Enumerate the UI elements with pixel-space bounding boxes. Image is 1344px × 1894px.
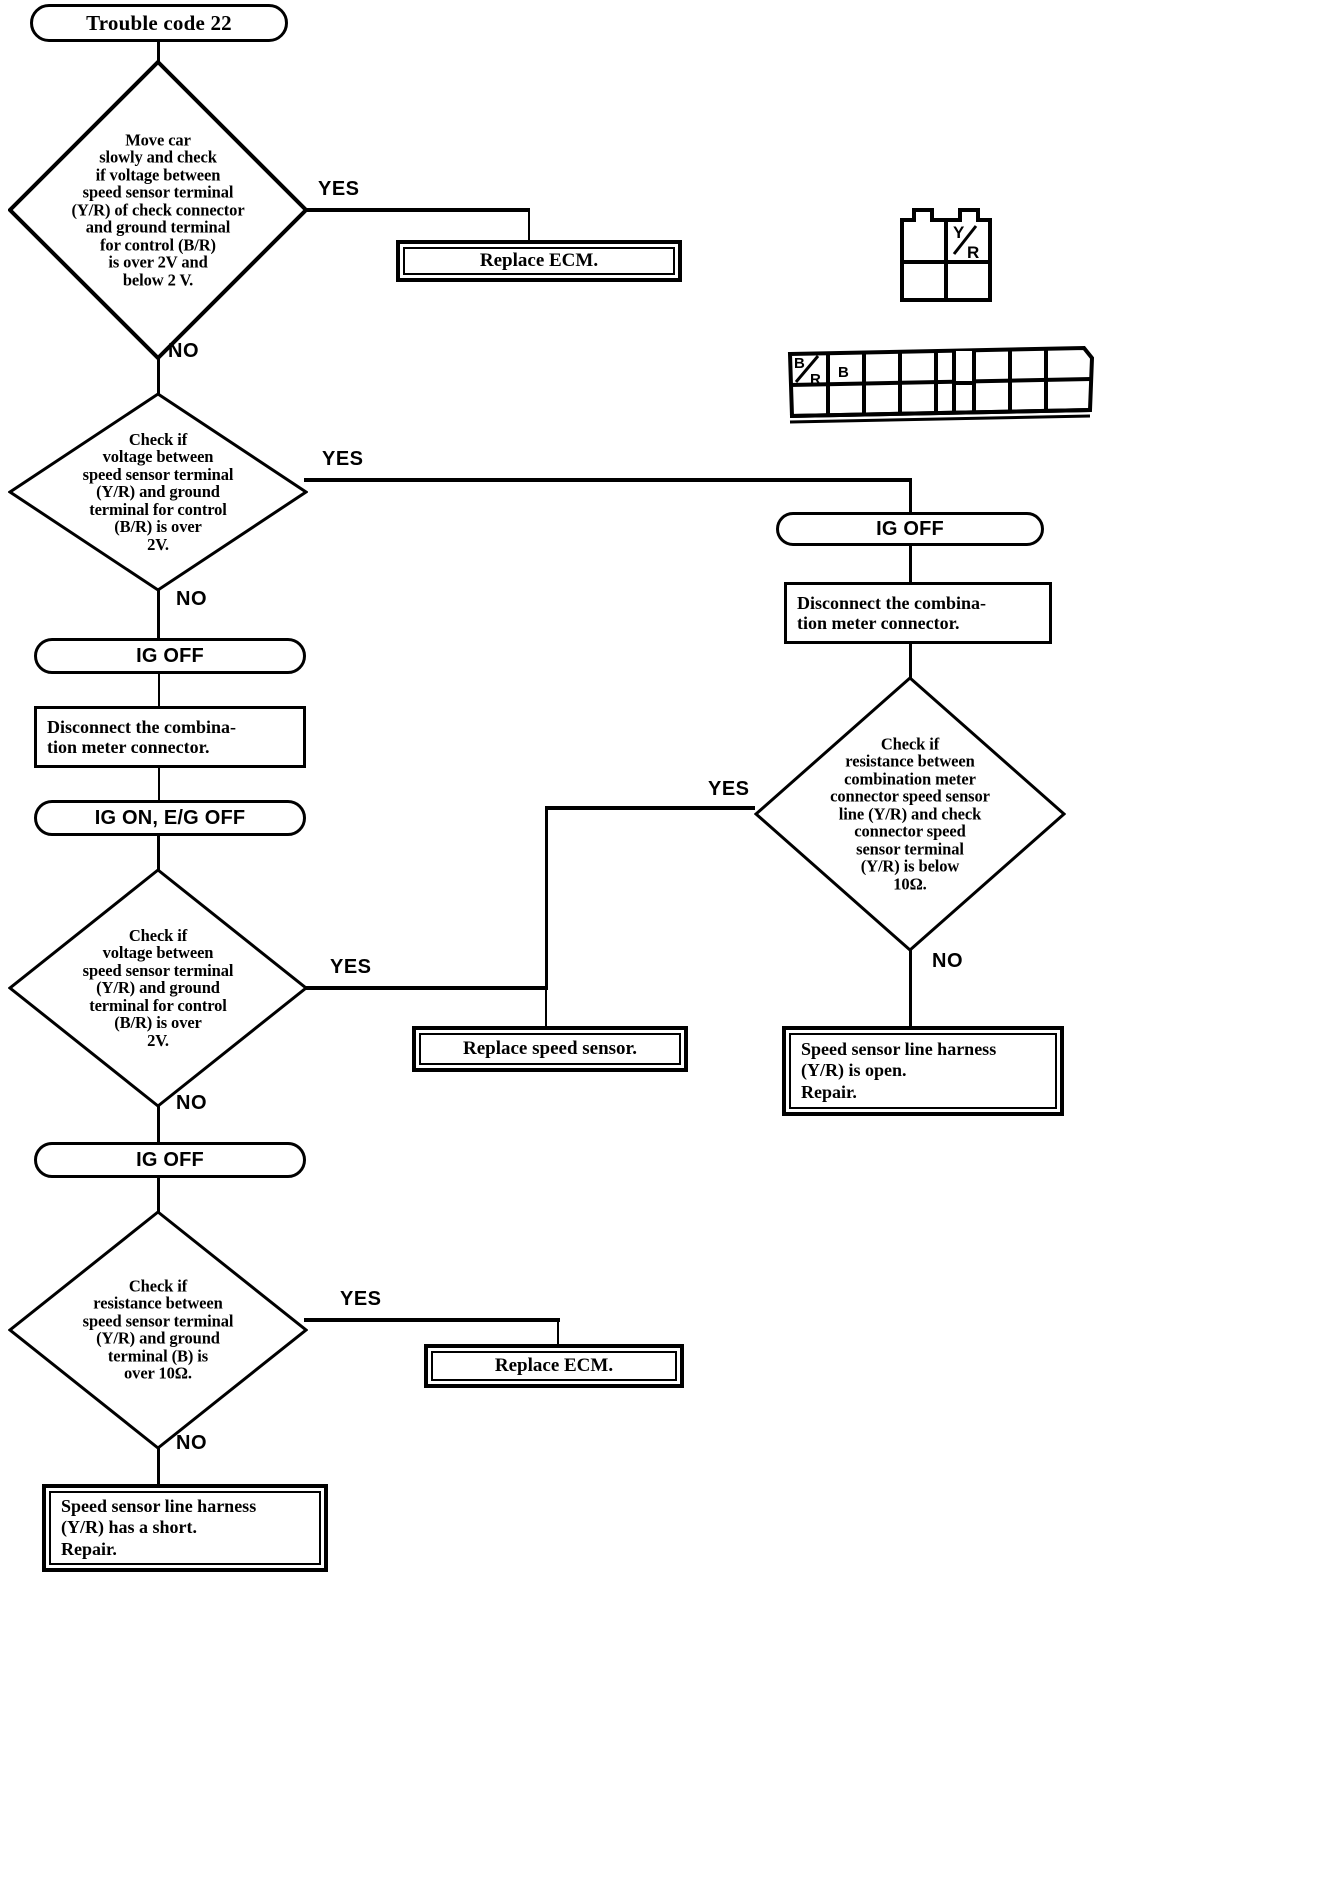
edge-d4-yes-v [557,1318,559,1346]
node-ig-off-left-1[interactable]: IG OFF [34,638,306,674]
node-ig-off-left-2[interactable]: IG OFF [34,1142,306,1178]
edge-igon-to-d3 [157,836,160,872]
node-disconnect-right-text: Disconnect the combina- tion meter conne… [797,592,986,633]
node-decision-2-text: Check if voltage between speed sensor te… [82,429,234,554]
node-decision-1-text: Move car slowly and check if voltage bet… [71,130,245,290]
node-ig-off-right-label: IG OFF [876,517,944,540]
branch-label-d3-yes: YES [330,956,372,978]
node-replace-ecm-2-label: Replace ECM. [494,1355,614,1377]
node-disconnect-left[interactable]: Disconnect the combina- tion meter conne… [34,706,306,768]
edge-igoff2-to-d4 [157,1178,160,1214]
node-start-label: Trouble code 22 [86,10,232,35]
branch-label-d2-yes: YES [322,448,364,470]
edge-start-to-d1 [157,42,160,62]
edge-d3-no [157,1104,160,1142]
edge-d2-yes-v [909,478,912,512]
edge-d3-yes-v [545,806,548,988]
edge-d5-no [909,948,912,1026]
node-decision-3-text: Check if voltage between speed sensor te… [82,925,234,1050]
node-decision-5[interactable]: Check if resistance between combination … [754,676,1066,952]
edge-disconnect-to-igon [158,768,160,800]
branch-label-d1-yes: YES [318,178,360,200]
control-connector-diagram: B R B [784,336,1096,426]
edge-d2-no [157,588,160,638]
branch-label-d3-no: NO [176,1092,207,1114]
node-replace-speed-sensor[interactable]: Replace speed sensor. [412,1026,688,1072]
node-harness-open-text: Speed sensor line harness (Y/R) is open.… [801,1038,997,1102]
node-decision-5-text: Check if resistance between combination … [830,734,990,894]
edge-d1-no [157,356,160,396]
svg-text:R: R [967,243,979,262]
edge-igoffright-to-disconnect [909,546,912,582]
edge-d4-yes-h [304,1318,560,1322]
branch-label-d5-no: NO [932,950,963,972]
node-start[interactable]: Trouble code 22 [30,4,288,42]
node-ig-on-eg-off-label: IG ON, E/G OFF [94,806,246,829]
node-ig-off-left-2-label: IG OFF [136,1148,204,1171]
svg-text:B: B [838,364,849,381]
node-decision-2[interactable]: Check if voltage between speed sensor te… [8,392,308,592]
svg-text:R: R [810,371,821,388]
check-connector-svg: Y R [900,208,992,302]
edge-d4-no [157,1446,160,1484]
edge-disconnectright-to-d5 [909,644,912,680]
node-harness-short-text: Speed sensor line harness (Y/R) has a sh… [61,1495,257,1559]
svg-text:B: B [794,355,805,372]
node-replace-ecm-1-label: Replace ECM. [479,250,599,272]
branch-label-d5-yes: YES [708,778,750,800]
node-disconnect-right[interactable]: Disconnect the combina- tion meter conne… [784,582,1052,644]
node-decision-4-text: Check if resistance between speed sensor… [82,1276,234,1383]
edge-speedsensor-down [545,986,547,1026]
node-harness-short[interactable]: Speed sensor line harness (Y/R) has a sh… [42,1484,328,1572]
check-connector-diagram: Y R [898,200,994,304]
edge-igoff1-to-disconnect [158,674,160,706]
node-ig-on-eg-off[interactable]: IG ON, E/G OFF [34,800,306,836]
node-replace-ecm-2[interactable]: Replace ECM. [424,1344,684,1388]
node-decision-3[interactable]: Check if voltage between speed sensor te… [8,868,308,1108]
edge-d3-yes-h [304,986,548,990]
branch-label-d4-no: NO [176,1432,207,1454]
branch-label-d2-no: NO [176,588,207,610]
branch-label-d4-yes: YES [340,1288,382,1310]
edge-d1-yes-v [528,208,530,242]
node-replace-ecm-1[interactable]: Replace ECM. [396,240,682,282]
control-connector-svg: B R B [787,345,1095,424]
node-replace-speed-sensor-label: Replace speed sensor. [463,1038,637,1060]
node-decision-4[interactable]: Check if resistance between speed sensor… [8,1210,308,1450]
node-decision-1[interactable]: Move car slowly and check if voltage bet… [8,60,308,360]
node-disconnect-left-text: Disconnect the combina- tion meter conne… [47,716,236,757]
svg-text:Y: Y [953,223,965,242]
edge-d2-yes-h [304,478,912,482]
edge-d1-yes-h [306,208,530,212]
edge-d5-yes-h [545,806,755,810]
node-ig-off-right[interactable]: IG OFF [776,512,1044,546]
node-ig-off-left-1-label: IG OFF [136,644,204,667]
branch-label-d1-no: NO [168,340,199,362]
node-harness-open[interactable]: Speed sensor line harness (Y/R) is open.… [782,1026,1064,1116]
